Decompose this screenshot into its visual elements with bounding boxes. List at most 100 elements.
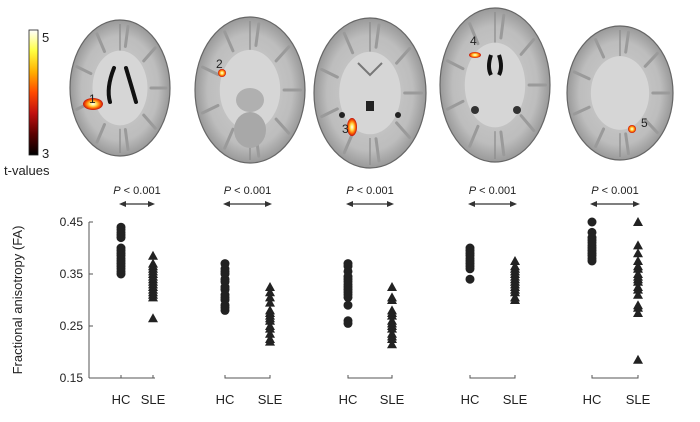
data-point-sle <box>148 250 158 260</box>
y-tick-label: 0.45 <box>60 215 84 229</box>
sulcus <box>624 30 630 54</box>
sulcus <box>142 46 157 63</box>
significance-label: P < 0.001 <box>113 185 160 197</box>
third-ventricle <box>366 101 374 111</box>
activation-cluster-2 <box>218 69 226 77</box>
arrow-head-right <box>510 201 517 207</box>
y-axis: 0.450.350.250.15 Fractional anisotropy (… <box>10 215 155 385</box>
x-category-label: SLE <box>503 392 528 407</box>
significance-label: P < 0.001 <box>469 185 516 197</box>
sulcus <box>395 121 411 139</box>
sulcus <box>519 114 536 133</box>
data-point-sle <box>633 284 643 294</box>
significance-label: P < 0.001 <box>591 185 638 197</box>
data-point-sle <box>633 276 643 286</box>
significance-label: P < 0.001 <box>346 185 393 197</box>
sulcus <box>445 59 465 71</box>
sulcus <box>594 38 606 59</box>
data-point-hc <box>220 305 230 315</box>
activation-cluster-4 <box>469 52 481 58</box>
sulcus <box>643 118 659 135</box>
data-point-hc <box>116 233 126 243</box>
x-category-label: HC <box>339 392 358 407</box>
sulcus <box>123 128 130 152</box>
sulcus <box>499 13 506 40</box>
data-point-sle <box>148 292 158 302</box>
data-point-hc <box>343 292 353 302</box>
sulcus <box>254 22 261 47</box>
x-axis-bracket <box>224 375 271 379</box>
sulcus <box>624 132 630 156</box>
arrow-head-right <box>387 201 394 207</box>
sulcus <box>274 117 291 135</box>
occipital-horn <box>471 106 479 114</box>
colorbar-title: t-values <box>4 163 50 178</box>
sulcus <box>572 70 591 81</box>
colorbar: 5 3 t-values <box>4 29 50 178</box>
data-point-sle <box>633 263 643 273</box>
data-point-sle <box>633 302 643 312</box>
data-point-sle <box>265 315 275 325</box>
sulcus <box>445 99 465 111</box>
data-point-sle <box>633 308 643 317</box>
x-category-label: SLE <box>258 392 283 407</box>
sulcus <box>142 113 157 130</box>
significance-label: P < 0.001 <box>224 185 271 197</box>
sulcus <box>95 32 106 53</box>
sulcus <box>223 30 235 53</box>
x-axis-bracket <box>591 375 639 379</box>
x-category-label: HC <box>112 392 131 407</box>
data-point-sle <box>265 287 275 297</box>
brain-slice-1: 1 <box>69 19 171 157</box>
lateral-ventricle <box>106 66 116 104</box>
brain-slice-5: 5 <box>566 25 674 161</box>
data-point-hc <box>587 256 597 266</box>
brain-slice-2: 2 <box>194 16 306 164</box>
cluster-label-3: 3 <box>342 122 349 136</box>
sulcus <box>374 23 381 49</box>
data-point-hc <box>587 217 597 227</box>
data-point-sle <box>265 328 275 338</box>
arrow-head-right <box>148 201 155 207</box>
sulcus <box>342 131 355 155</box>
sulcus <box>499 130 506 157</box>
x-category-label: SLE <box>380 392 405 407</box>
data-point-sle <box>387 339 397 349</box>
activation-cluster-5 <box>628 125 636 133</box>
data-point-sle <box>510 295 520 304</box>
brain-slice-4: 4 <box>439 7 551 163</box>
data-point-sle <box>265 292 275 302</box>
brain-slice-3: 3 <box>313 17 427 169</box>
data-point-hc <box>343 318 353 328</box>
arrow-head-left <box>590 201 597 207</box>
data-point-sle <box>510 256 520 265</box>
midbrain <box>236 88 264 112</box>
colorbar-gradient <box>28 29 39 156</box>
x-category-label: SLE <box>141 392 166 407</box>
sulcus <box>395 47 411 65</box>
cluster-label-1: 1 <box>89 92 96 106</box>
activation-cluster-1 <box>83 98 103 110</box>
x-category-label: HC <box>583 392 602 407</box>
data-point-sle <box>633 289 643 299</box>
white-matter <box>339 51 401 135</box>
frontal-horns <box>357 62 383 77</box>
arrow-head-left <box>346 201 353 207</box>
sulcus <box>374 137 381 163</box>
occipital-horn <box>339 112 345 118</box>
lateral-ventricle <box>487 54 493 76</box>
data-point-sle <box>510 287 520 297</box>
brain-slices: 1 2 3 45 <box>69 7 674 169</box>
data-point-sle <box>633 217 643 226</box>
sulcus <box>200 103 220 115</box>
data-point-hc <box>116 269 126 279</box>
white-matter <box>92 50 148 126</box>
y-tick-label: 0.25 <box>60 319 84 333</box>
x-category-label: HC <box>216 392 235 407</box>
sulcus <box>320 67 339 79</box>
